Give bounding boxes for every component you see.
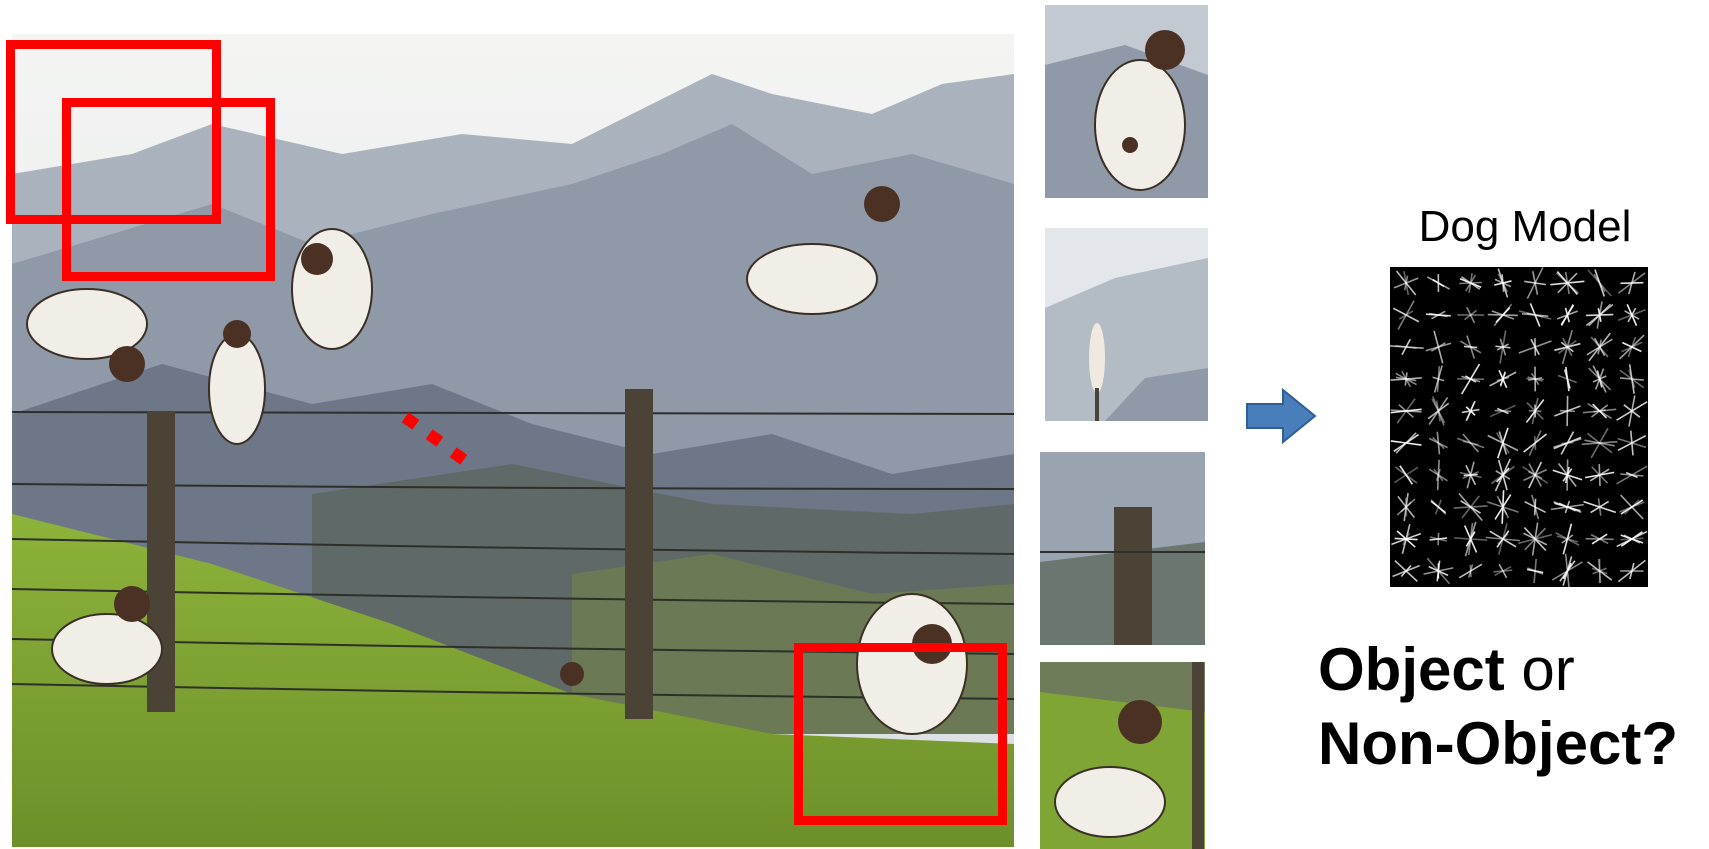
question-non-object: Non-Object? [1318,710,1678,777]
window-crop [1040,662,1205,849]
scene-photo [12,34,1014,847]
detection-window [62,98,275,281]
crop-image [1045,228,1208,421]
question-text: Object or Non-Object? [1318,633,1708,781]
window-crop [1040,452,1205,645]
detection-window [6,40,221,224]
right-arrow-icon [1245,387,1317,445]
crop-image [1045,5,1208,198]
window-crop [1045,228,1208,421]
scene-illustration [12,34,1014,847]
crop-image [1040,662,1205,849]
detection-window [794,643,1007,825]
window-crop [1045,5,1208,198]
question-object: Object [1318,636,1505,703]
model-title: Dog Model [1418,202,1632,251]
hog-glyphs [1388,267,1648,589]
crop-image [1040,452,1205,645]
hog-model-visualization [1388,267,1648,589]
question-or: or [1504,636,1575,703]
